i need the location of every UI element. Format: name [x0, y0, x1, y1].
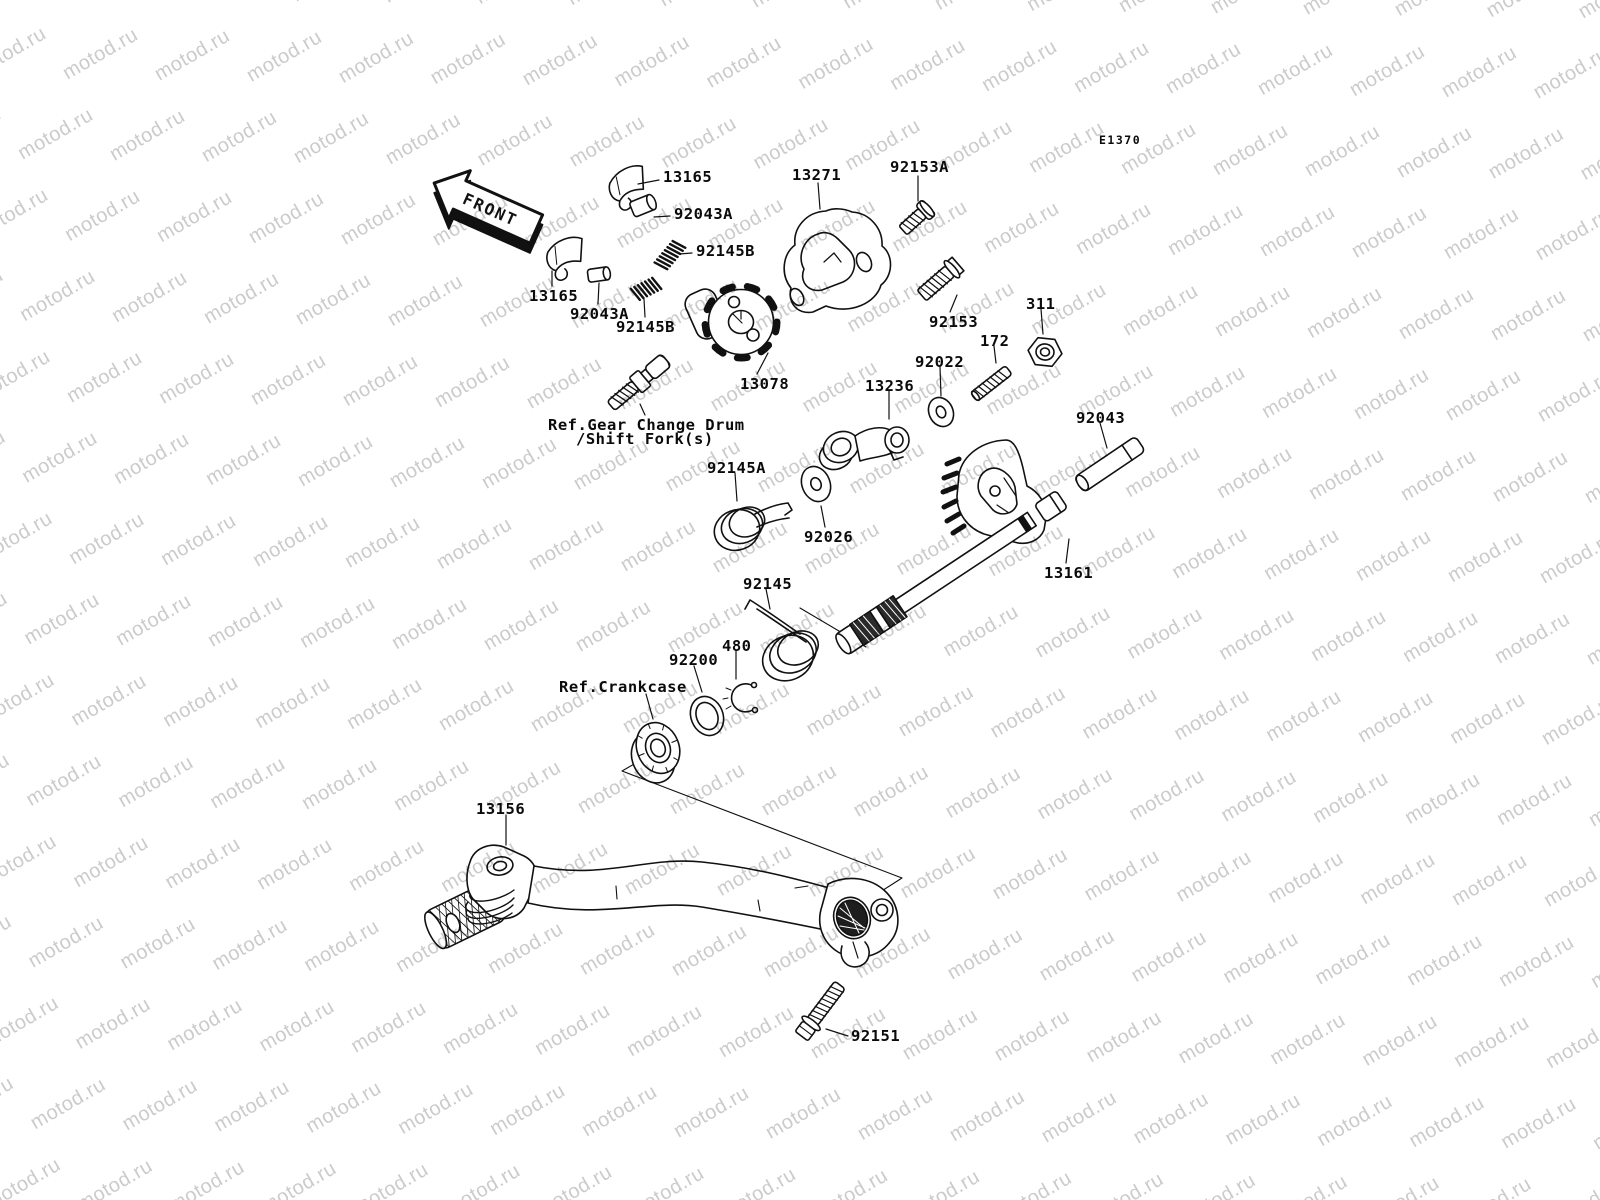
part-circlip-480: [722, 681, 759, 714]
leader-line: [643, 298, 646, 318]
part-washer-92022: [927, 396, 955, 428]
leader-line: [734, 472, 738, 502]
part-spring-92145b-upper: [653, 239, 687, 271]
part-clip-13165-lower: [546, 236, 583, 281]
part-shift-shaft-13161: [835, 491, 1067, 655]
part-lever-13236: [818, 426, 910, 471]
part-pin-92043: [1075, 437, 1145, 492]
part-washer-92026: [800, 465, 832, 503]
leader-lines: [505, 175, 1108, 1037]
leader-line: [939, 366, 942, 397]
part-screw-92153a: [898, 200, 936, 235]
leader-line: [637, 179, 660, 185]
leader-line: [597, 282, 600, 305]
leader-line: [949, 294, 958, 313]
front-arrow: FRONT: [432, 169, 545, 254]
part-return-spring-92145a: [713, 502, 793, 552]
part-washer-92200: [689, 695, 725, 737]
leader-line: [1065, 538, 1070, 564]
part-spring-92145b-lower: [629, 276, 663, 302]
part-pin-92043a-upper: [629, 193, 658, 218]
leader-line: [756, 352, 769, 375]
part-cam-gear-13078: [684, 282, 781, 362]
part-crankcase-bearing: [630, 721, 681, 784]
leader-line: [993, 345, 997, 364]
leader-line: [765, 588, 771, 610]
part-nut-311: [1027, 336, 1063, 368]
part-pedal-13156: [422, 844, 899, 968]
part-pin-92043a-lower: [586, 266, 612, 283]
leader-line: [825, 1028, 849, 1037]
part-holder-plate-13271: [783, 208, 892, 314]
leader-line: [820, 505, 826, 528]
leader-line: [653, 215, 671, 218]
front-arrow-body: [432, 169, 545, 245]
part-clip-13165-upper: [608, 165, 645, 211]
part-set-screw-refgear: [607, 354, 671, 411]
leader-line: [639, 403, 646, 416]
part-stud-172: [970, 365, 1012, 402]
part-bolt-92153: [917, 256, 965, 301]
leader-line: [1040, 308, 1044, 335]
leader-line: [678, 252, 693, 255]
leader-line: [817, 182, 821, 210]
leader-line: [1099, 422, 1108, 449]
leader-line: [645, 693, 654, 720]
part-bolt-92151: [795, 981, 845, 1041]
part-return-spring-92145: [744, 599, 819, 682]
leader-line: [693, 665, 703, 693]
